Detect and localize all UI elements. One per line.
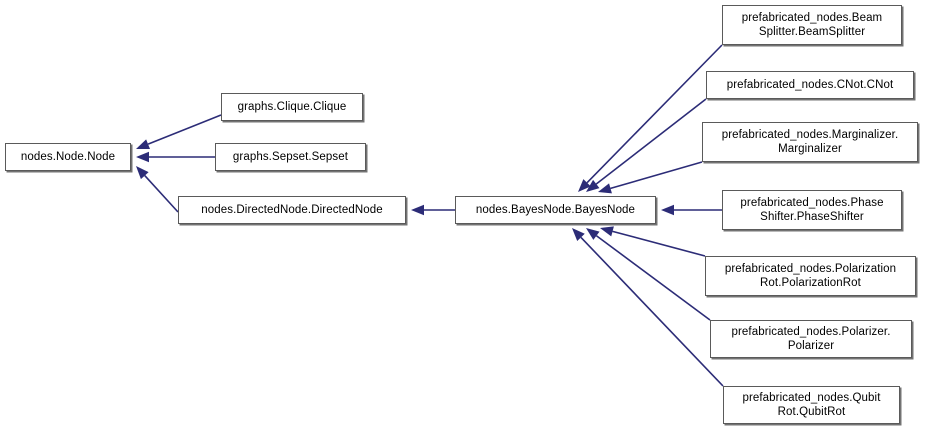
inheritance-edge-line [595,98,707,185]
inheritance-arrowhead [411,204,424,216]
inheritance-arrowhead [598,183,612,194]
class-node-marginalizer[interactable]: prefabricated_nodes.Marginalizer. Margin… [702,122,918,162]
class-node-cnot[interactable]: prefabricated_nodes.CNot.CNot [706,71,914,99]
class-node-polarizationrot[interactable]: prefabricated_nodes.Polarization Rot.Pol… [705,256,916,296]
inheritance-arrowhead [572,228,585,241]
inheritance-edge-line [610,161,703,190]
inheritance-arrowhead [136,139,151,149]
class-node-phaseshifter[interactable]: prefabricated_nodes.Phase Shifter.PhaseS… [722,190,902,230]
class-node-graphs-sepset[interactable]: graphs.Sepset.Sepset [215,143,366,171]
inheritance-arrowhead [136,166,149,180]
inheritance-edge-line [147,114,222,145]
inheritance-edge-line [580,236,724,387]
class-node-nodes-bayesnode[interactable]: nodes.BayesNode.BayesNode [455,196,656,224]
class-node-graphs-clique[interactable]: graphs.Clique.Clique [221,93,363,121]
inheritance-edge-line [144,175,179,213]
inheritance-edge-line [586,44,723,184]
class-node-node-node[interactable]: nodes.Node.Node [5,143,131,171]
class-node-qubitrot[interactable]: prefabricated_nodes.Qubit Rot.QubitRot [723,386,900,424]
inheritance-arrowhead [586,179,600,192]
class-node-polarizer[interactable]: prefabricated_nodes.Polarizer. Polarizer [710,320,912,358]
inheritance-arrowhead [600,226,614,237]
inheritance-arrowhead [586,228,600,240]
inheritance-arrowhead [578,179,591,192]
class-node-beamsplitter[interactable]: prefabricated_nodes.Beam Splitter.BeamSp… [722,5,902,45]
inheritance-edge-line [595,235,711,321]
inheritance-edge-line [612,230,706,257]
inheritance-arrowhead [661,204,674,216]
class-node-nodes-directednode[interactable]: nodes.DirectedNode.DirectedNode [178,196,406,224]
inheritance-arrowhead [136,151,149,163]
